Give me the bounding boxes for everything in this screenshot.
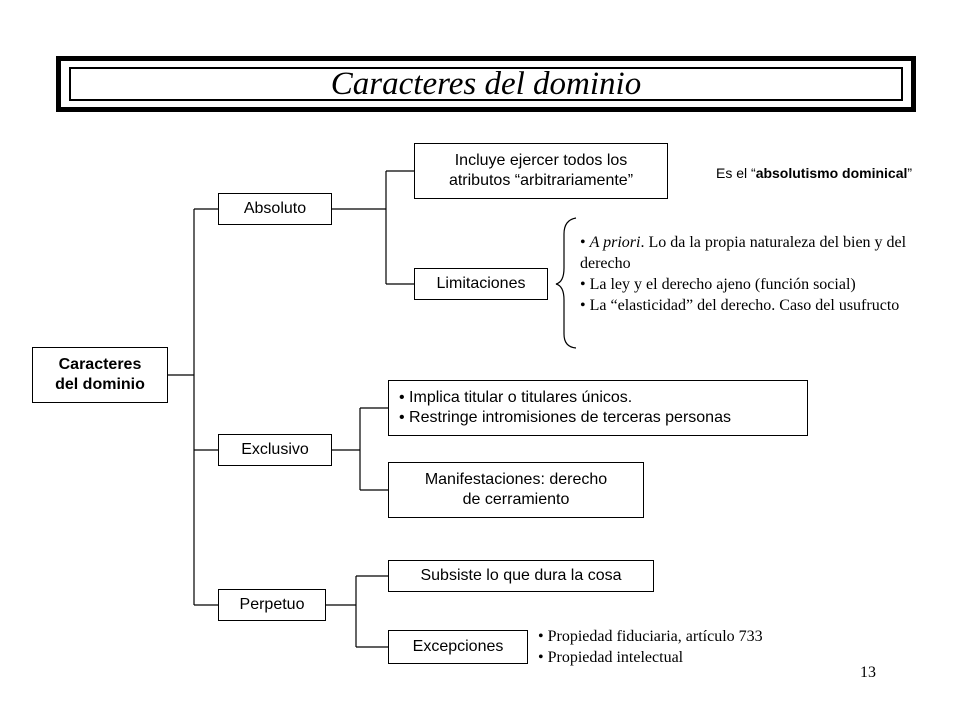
node-subsiste: Subsiste lo que dura la cosa bbox=[388, 560, 654, 592]
absolutismo-note: Es el “absolutismo dominical” bbox=[716, 163, 912, 184]
root-line2: del dominio bbox=[55, 376, 145, 393]
root-line1: Caracteres bbox=[58, 356, 142, 373]
limit-item: La “elasticidad” del derecho. Caso del u… bbox=[580, 295, 930, 316]
node-limitaciones: Limitaciones bbox=[414, 268, 548, 300]
node-absoluto-child1: Incluye ejercer todos los atributos “arb… bbox=[414, 143, 668, 199]
exception-item: Propiedad fiduciaria, artículo 733 bbox=[538, 626, 838, 647]
limits-list: A priori. Lo da la propia naturaleza del… bbox=[580, 232, 930, 316]
page-number: 13 bbox=[860, 664, 876, 681]
manifestaciones-line1: Manifestaciones: derecho bbox=[424, 471, 608, 488]
node-exclusivo: Exclusivo bbox=[218, 434, 332, 466]
slide-title: Caracteres del dominio bbox=[69, 66, 903, 102]
absoluto-child1-line2: atributos “arbitrariamente” bbox=[448, 172, 634, 189]
exceptions-list: Propiedad fiduciaria, artículo 733 Propi… bbox=[538, 626, 838, 668]
limit-item-italic: A priori bbox=[589, 234, 641, 251]
limit-item: A priori. Lo da la propia naturaleza del… bbox=[580, 232, 930, 274]
note-prefix: Es el “ bbox=[716, 165, 756, 181]
absoluto-child1-line1: Incluye ejercer todos los bbox=[454, 152, 628, 169]
title-frame: Caracteres del dominio bbox=[56, 56, 916, 112]
root-node: Caracteres del dominio bbox=[32, 347, 168, 403]
exclusivo-item: Restringe intromisiones de terceras pers… bbox=[399, 408, 731, 428]
limit-item-text: La “elasticidad” del derecho. Caso del u… bbox=[589, 297, 900, 314]
limit-item: La ley y el derecho ajeno (función socia… bbox=[580, 274, 930, 295]
note-bold: absolutismo dominical bbox=[755, 165, 908, 181]
node-perpetuo: Perpetuo bbox=[218, 589, 326, 621]
node-manifestaciones: Manifestaciones: derecho de cerramiento bbox=[388, 462, 644, 518]
exception-item: Propiedad intelectual bbox=[538, 647, 838, 668]
limit-item-text: La ley y el derecho ajeno (función socia… bbox=[589, 276, 856, 293]
limits-brace bbox=[555, 217, 577, 349]
exclusivo-item: Implica titular o titulares únicos. bbox=[399, 388, 731, 408]
node-exclusivo-child1: Implica titular o titulares únicos. Rest… bbox=[388, 380, 808, 436]
note-suffix: ” bbox=[907, 165, 913, 181]
node-absoluto: Absoluto bbox=[218, 193, 332, 225]
limit-item-text: . Lo da la propia naturaleza del bien y … bbox=[580, 234, 907, 272]
node-excepciones: Excepciones bbox=[388, 630, 528, 664]
manifestaciones-line2: de cerramiento bbox=[462, 491, 570, 508]
